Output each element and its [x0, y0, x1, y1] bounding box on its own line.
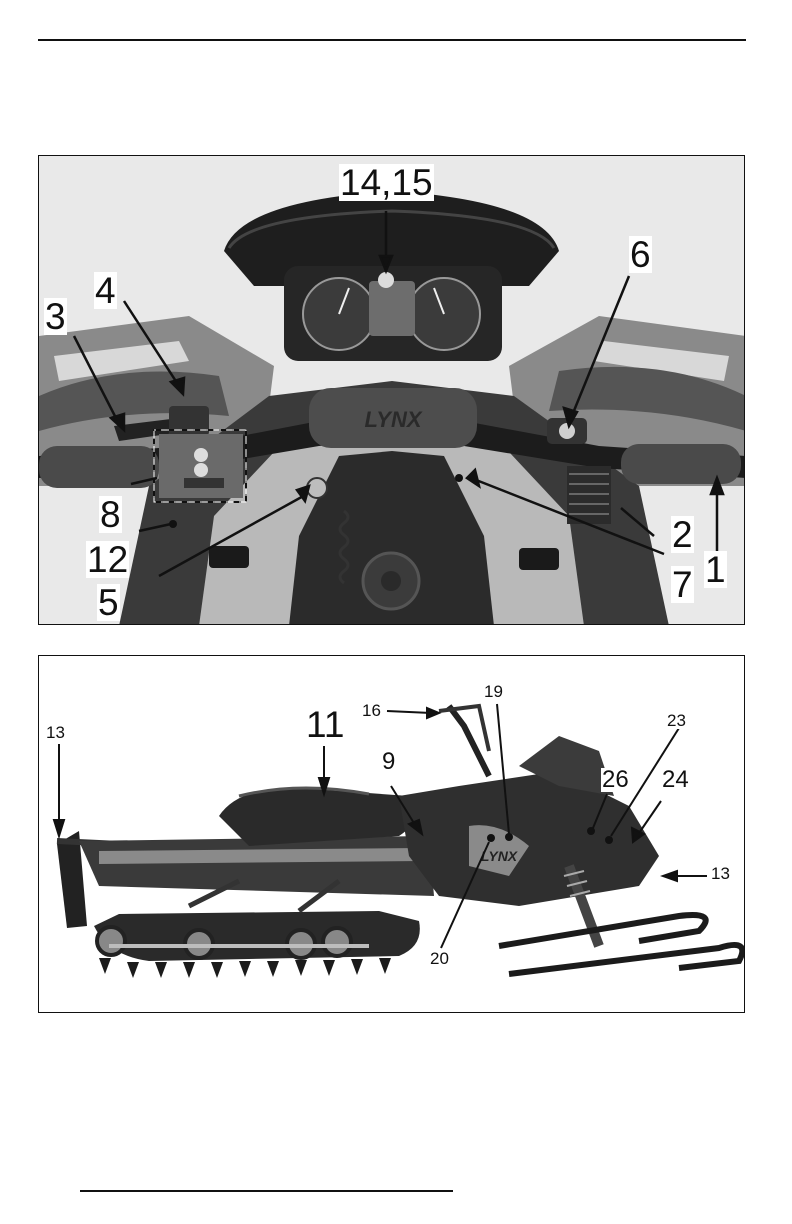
callout-4: 4 — [94, 270, 117, 311]
callout-20: 20 — [429, 949, 450, 968]
header-rule — [38, 39, 746, 41]
callout-3: 3 — [44, 296, 67, 337]
callout-9: 9 — [381, 748, 397, 775]
snowmobile-photo: LYNX — [39, 656, 744, 1012]
callout-12: 12 — [86, 539, 130, 580]
callout-11: 11 — [305, 704, 346, 745]
callout-26: 26 — [601, 766, 630, 793]
svg-text:LYNX: LYNX — [364, 407, 422, 432]
callout-6: 6 — [629, 234, 652, 275]
svg-text:LYNX: LYNX — [481, 848, 519, 864]
callout-19: 19 — [483, 682, 504, 701]
figure-handlebar-console: LYNX — [38, 155, 745, 625]
callout-24: 24 — [661, 766, 690, 793]
callout-5: 5 — [97, 582, 120, 623]
callout-14-15: 14,15 — [339, 162, 434, 203]
callout-23: 23 — [666, 711, 687, 730]
callout-13-right: 13 — [710, 864, 731, 883]
callout-1: 1 — [704, 549, 727, 590]
callout-7: 7 — [671, 564, 694, 605]
callout-8: 8 — [99, 494, 122, 535]
callout-13-left: 13 — [45, 723, 66, 742]
footer-rule — [80, 1190, 453, 1192]
callout-2: 2 — [671, 514, 694, 555]
handlebar-photo: LYNX — [39, 156, 744, 624]
figure-side-view: LYNX — [38, 655, 745, 1013]
callout-16: 16 — [361, 701, 382, 720]
